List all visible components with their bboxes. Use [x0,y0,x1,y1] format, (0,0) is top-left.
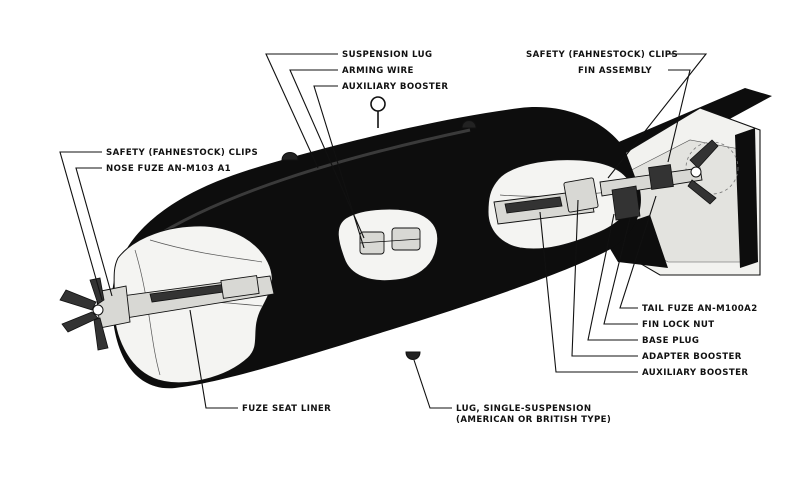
lugs [281,96,477,360]
label-suspension-lug: SUSPENSION LUG [342,50,432,60]
label-fin-lock-nut: FIN LOCK NUT [642,320,715,330]
tail-cutaway [487,139,719,250]
label-nose-fuze: NOSE FUZE AN-M103 A1 [106,164,231,174]
label-fin-assembly: FIN ASSEMBLY [578,66,652,76]
label-tail-fuze: TAIL FUZE AN-M100A2 [642,304,758,314]
center-cutaway [337,208,439,282]
label-auxiliary-booster-bottom: AUXILIARY BOOSTER [642,368,748,378]
label-fuze-seat-liner: FUZE SEAT LINER [242,404,331,414]
label-lug-single-suspension-type: (AMERICAN OR BRITISH TYPE) [456,415,611,425]
leader-lines [59,53,708,409]
label-safety-clips-left: SAFETY (FAHNESTOCK) CLIPS [106,148,258,158]
label-adapter-booster: ADAPTER BOOSTER [642,352,742,362]
label-safety-clips-right: SAFETY (FAHNESTOCK) CLIPS [526,50,678,60]
label-base-plug: BASE PLUG [642,336,699,346]
fin-assembly [599,88,772,276]
label-arming-wire: ARMING WIRE [342,66,414,76]
nose-fuze [59,277,131,351]
callout-labels: SUSPENSION LUG ARMING WIRE AUXILIARY BOO… [106,50,758,425]
nose-cutaway [113,225,275,384]
label-lug-single-suspension: LUG, SINGLE-SUSPENSION [456,404,591,414]
label-auxiliary-booster-top: AUXILIARY BOOSTER [342,82,448,92]
